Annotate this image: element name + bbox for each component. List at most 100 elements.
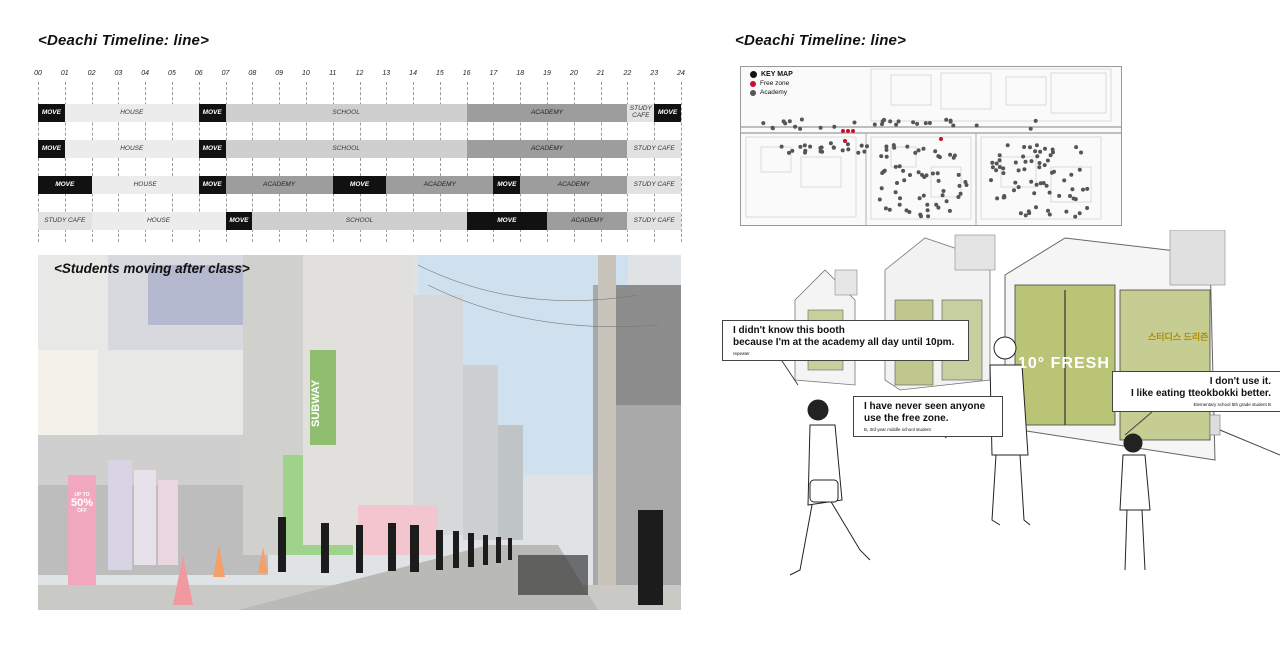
- timeline-segment-academy: ACADEMY: [386, 176, 494, 194]
- academy-dot: [1001, 171, 1006, 176]
- timeline-segment-move: MOVE: [225, 212, 253, 230]
- timeline-segment-move: MOVE: [332, 176, 387, 194]
- academy-dot: [915, 121, 920, 126]
- academy-dot: [1068, 194, 1072, 198]
- academy-dot: [930, 171, 935, 176]
- academy-dot: [779, 144, 784, 149]
- legend-dot-icon: [750, 80, 756, 87]
- academy-dot: [904, 208, 909, 213]
- academy-dot: [897, 164, 902, 169]
- hour-gridline: [386, 82, 388, 242]
- academy-dot: [921, 146, 926, 151]
- academy-dot: [989, 178, 993, 183]
- academy-dot: [941, 189, 946, 193]
- academy-dot: [893, 190, 898, 195]
- academy-dot: [1023, 159, 1028, 164]
- academy-dot: [879, 154, 884, 159]
- academy-dot: [859, 143, 864, 148]
- hour-gridline: [305, 82, 307, 242]
- academy-dot: [911, 120, 916, 125]
- timeline-segment-academy: ACADEMY: [466, 104, 628, 122]
- academy-dot: [846, 147, 851, 152]
- hour-label-06: 06: [194, 70, 203, 77]
- academy-dot: [994, 168, 999, 173]
- timeline-segment-move: MOVE: [198, 140, 226, 158]
- speech-bubble-2: I have never seen anyone use the free zo…: [853, 396, 1003, 437]
- legend-label: Academy: [760, 89, 788, 96]
- legend-label: Free zone: [760, 80, 790, 87]
- hour-label-24: 24: [677, 70, 685, 77]
- timeline-segment-house: HOUSE: [91, 176, 199, 194]
- key-map-title: KEY MAP: [761, 71, 793, 78]
- timeline-segment-school: SCHOOL: [225, 140, 467, 158]
- academy-dot: [1079, 150, 1083, 155]
- timeline-segment-cafe: STUDY CAFE: [627, 212, 681, 230]
- hour-gridline: [145, 82, 147, 242]
- academy-dot: [994, 161, 999, 166]
- academy-dot: [1081, 187, 1085, 192]
- academy-dot: [856, 150, 861, 155]
- academy-dot: [990, 160, 995, 165]
- compass-icon: [750, 71, 757, 78]
- academy-dot: [879, 186, 884, 191]
- academy-dot: [937, 155, 942, 160]
- academy-dot: [897, 202, 902, 207]
- hour-label-01: 01: [60, 70, 69, 77]
- free-zone-dots: [841, 129, 943, 143]
- academy-dot: [783, 121, 788, 126]
- academy-dot: [1047, 190, 1052, 195]
- academy-dot: [923, 121, 928, 126]
- academy-dot: [964, 183, 969, 187]
- bubble-2-speaker: B, 3rd year middle school student: [864, 427, 931, 432]
- sale-sign: UP TO 50% OFF: [68, 493, 96, 514]
- hour-gridline: [413, 82, 415, 242]
- academy-dot: [865, 144, 869, 149]
- speech-bubble-3: I don't use it. I like eating tteokbokki…: [1112, 371, 1280, 412]
- academy-dot: [935, 171, 940, 176]
- hour-label-09: 09: [275, 70, 284, 77]
- hour-label-14: 14: [409, 70, 417, 77]
- photo-caption: <Students moving after class>: [54, 261, 250, 276]
- academy-dot: [799, 117, 804, 122]
- academy-dot: [887, 207, 892, 212]
- hour-label-21: 21: [596, 70, 605, 77]
- academy-dot: [1035, 154, 1040, 159]
- academy-dot: [1005, 143, 1010, 148]
- timeline-segment-school: SCHOOL: [252, 212, 467, 230]
- hour-label-12: 12: [355, 70, 364, 77]
- academy-dot: [1064, 209, 1069, 214]
- academy-dot: [948, 119, 953, 124]
- academy-dot: [936, 178, 941, 183]
- academy-dot: [1048, 153, 1053, 158]
- academy-dot: [891, 143, 896, 148]
- academy-dot: [1073, 197, 1078, 202]
- timeline-segment-school: SCHOOL: [225, 104, 467, 122]
- academy-dots: [761, 117, 1090, 219]
- academy-dot: [917, 196, 922, 201]
- hour-label-08: 08: [248, 70, 257, 77]
- academy-dot: [913, 150, 918, 155]
- hour-label-20: 20: [569, 70, 578, 77]
- academy-dot: [787, 150, 791, 155]
- academy-dot: [926, 214, 931, 219]
- academy-dot: [1016, 185, 1021, 190]
- academy-dot: [997, 158, 1002, 163]
- academy-dot: [1041, 181, 1046, 185]
- hour-gridline: [118, 82, 120, 242]
- academy-dot: [956, 195, 961, 199]
- hour-gridline: [198, 82, 200, 242]
- hour-label-03: 03: [114, 70, 123, 77]
- key-map-drawing: [741, 68, 1121, 225]
- academy-dot: [880, 171, 885, 175]
- academy-dot: [934, 202, 939, 207]
- academy-dot: [916, 148, 921, 153]
- bubble-1-line-2: because I'm at the academy all day until…: [733, 337, 955, 348]
- academy-dot: [1029, 159, 1034, 164]
- bubble-3-line-2: I like eating tteokbokki better.: [1130, 388, 1271, 399]
- academy-dot: [1074, 145, 1079, 150]
- timeline-segment-move: MOVE: [493, 176, 521, 194]
- academy-dot: [1028, 145, 1032, 150]
- academy-dot: [798, 144, 803, 149]
- academy-dot: [770, 126, 775, 131]
